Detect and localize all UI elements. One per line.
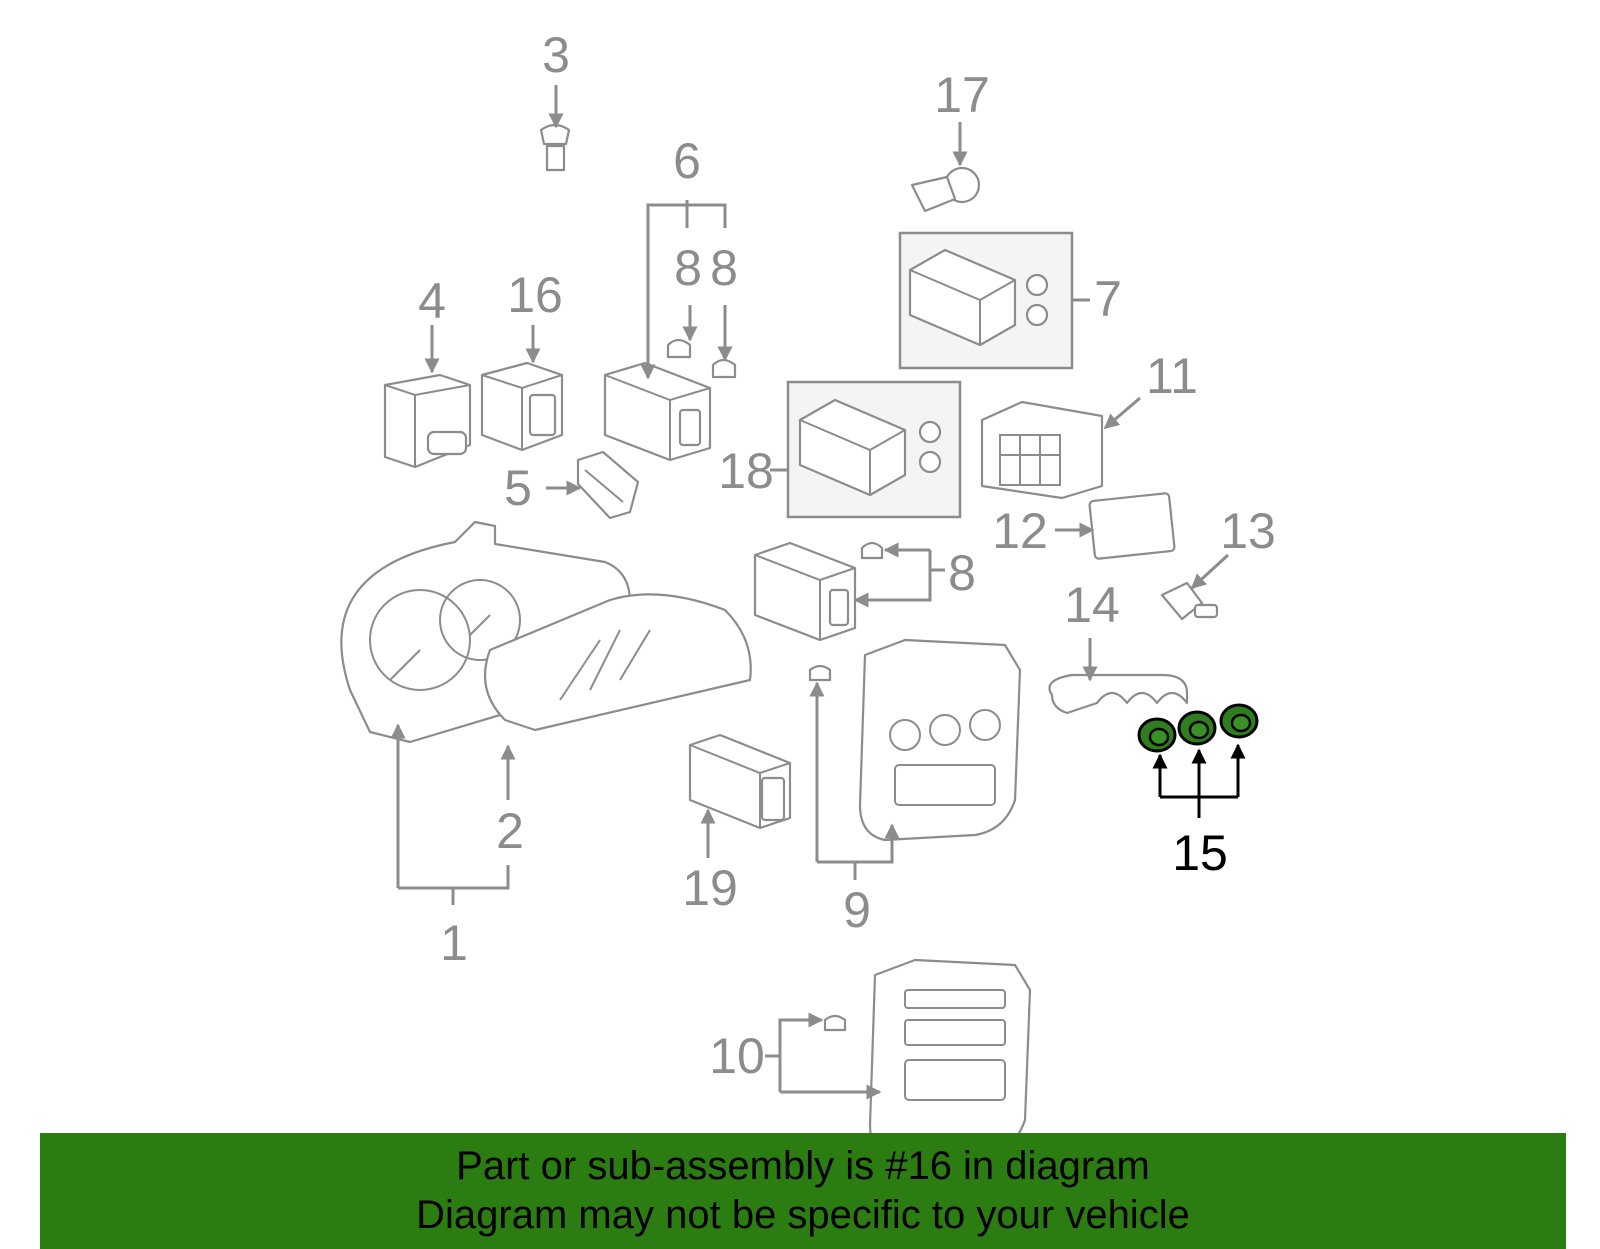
- part-20-switch: [688, 733, 792, 830]
- leader-lines: [390, 85, 1246, 1100]
- callout-19: 18: [718, 443, 774, 499]
- callout-5: 5: [504, 460, 532, 516]
- callout-15: 14: [1064, 577, 1120, 633]
- callout-17: 16: [507, 267, 563, 323]
- callout-12: 11: [1146, 348, 1198, 404]
- callout-6: 6: [673, 133, 701, 189]
- callout-8b: 8: [710, 240, 738, 296]
- part-13-plate: [1088, 492, 1176, 560]
- part-14-sensor: [1160, 581, 1219, 621]
- part-4-switch: [383, 373, 472, 469]
- callout-11: 10: [709, 1028, 765, 1084]
- callout-18: 17: [934, 67, 990, 123]
- callout-3: 3: [542, 27, 570, 83]
- banner-line-2: Diagram may not be specific to your vehi…: [416, 1193, 1190, 1237]
- part-12-bracket: [980, 400, 1104, 500]
- part-18-socket: [910, 166, 981, 213]
- part-9-switch: [753, 541, 884, 642]
- callout-1: 1: [440, 915, 468, 971]
- callout-8a: 8: [674, 240, 702, 296]
- callout-14: 13: [1220, 503, 1276, 559]
- callout-labels: 3 17 6 8 8 7 4 16 11 18 5 12 13 8 14 2 1…: [418, 27, 1276, 1084]
- part-17-switch: [480, 361, 564, 452]
- callout-13: 12: [992, 503, 1048, 559]
- callout-20: 19: [682, 860, 738, 916]
- part-7-switch: [908, 248, 1049, 347]
- part-11-bezel: [823, 958, 1032, 1162]
- part-15-trim: [1048, 673, 1189, 715]
- part-6-switch: [603, 361, 712, 462]
- callout-4: 4: [418, 273, 446, 329]
- part-5-socket: [576, 450, 640, 520]
- part-16-knobs: [1137, 703, 1259, 753]
- part-10-bezel: [808, 638, 1022, 842]
- part-19-switch: [798, 398, 942, 497]
- info-banner: Part or sub-assembly is #16 in diagram D…: [40, 1133, 1566, 1249]
- callout-2: 2: [496, 803, 524, 859]
- callout-7: 7: [1094, 271, 1122, 327]
- callout-9: 8: [948, 545, 976, 601]
- banner-line-1: Part or sub-assembly is #16 in diagram: [456, 1144, 1150, 1188]
- part-2-lens: [483, 593, 752, 732]
- callout-10: 9: [843, 882, 871, 938]
- callout-16: 15: [1172, 825, 1228, 881]
- part-3-clip: [539, 123, 571, 172]
